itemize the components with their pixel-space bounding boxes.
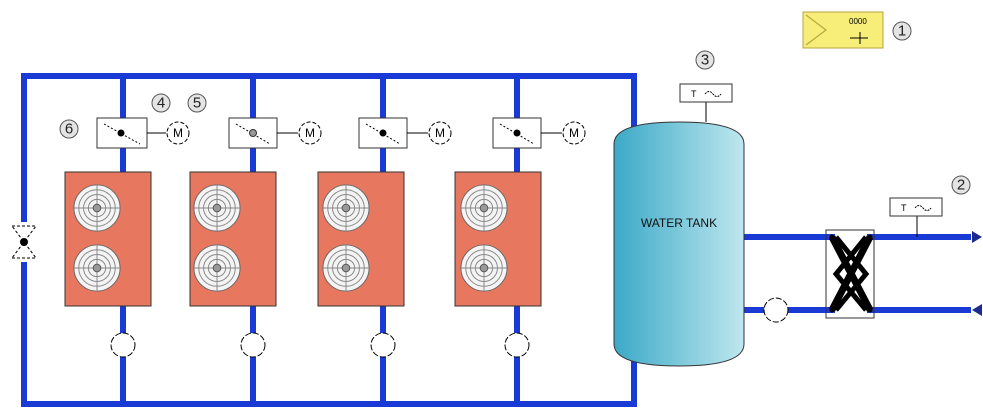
svg-text:2: 2 <box>957 177 965 194</box>
chiller-unit-2[interactable] <box>189 171 277 307</box>
sensor-letter: T <box>691 89 697 99</box>
callout-4: 4 <box>151 93 171 113</box>
pump-icon[interactable] <box>763 297 789 323</box>
motor-letter: M <box>173 126 183 140</box>
chiller-unit-1[interactable] <box>64 171 152 307</box>
damper-group-4[interactable]: M <box>492 117 586 149</box>
flow-arrow-icon <box>972 304 982 316</box>
water-tank[interactable]: WATER TANK <box>613 121 745 367</box>
pump-icon[interactable] <box>240 332 266 358</box>
callout-3: 3 <box>695 50 715 70</box>
svg-text:3: 3 <box>701 52 709 69</box>
temperature-sensor-tank[interactable]: T <box>679 83 733 122</box>
callout-1: 1 <box>892 21 912 41</box>
motor-icon[interactable] <box>428 121 452 145</box>
pump-icon[interactable] <box>110 332 136 358</box>
controller-text: 0000 <box>849 17 867 26</box>
pump-icon[interactable] <box>504 332 530 358</box>
svg-text:1: 1 <box>898 23 906 40</box>
sensor-letter: T <box>901 203 907 213</box>
chiller-unit-4[interactable] <box>454 171 542 307</box>
tank-label: WATER TANK <box>641 216 717 230</box>
pump-icon[interactable] <box>370 332 396 358</box>
motor-icon[interactable] <box>298 121 322 145</box>
motor-icon[interactable] <box>166 121 190 145</box>
temperature-sensor-outlet[interactable]: T <box>889 197 943 237</box>
controller-icon[interactable]: 0000 <box>802 11 884 49</box>
fan-icon <box>322 244 370 292</box>
damper-group-3[interactable]: M <box>358 117 452 149</box>
callout-2: 2 <box>951 175 971 195</box>
fan-icon <box>193 244 241 292</box>
chiller-unit-3[interactable] <box>317 171 405 307</box>
heat-exchanger-icon[interactable] <box>825 229 875 319</box>
fan-icon <box>73 184 121 232</box>
fan-icon <box>460 244 508 292</box>
svg-text:4: 4 <box>157 95 165 112</box>
fan-icon <box>193 184 241 232</box>
callout-5: 5 <box>187 93 207 113</box>
svg-text:6: 6 <box>65 121 73 138</box>
motor-letter: M <box>435 126 445 140</box>
svg-text:5: 5 <box>193 95 201 112</box>
damper-group-1[interactable]: M <box>96 117 190 149</box>
fan-icon <box>73 244 121 292</box>
fan-icon <box>460 184 508 232</box>
flow-arrow-icon <box>972 231 982 243</box>
fan-icon <box>322 184 370 232</box>
motor-letter: M <box>305 126 315 140</box>
callout-6: 6 <box>59 119 79 139</box>
damper-group-2[interactable]: M <box>228 117 322 149</box>
motor-letter: M <box>569 126 579 140</box>
motor-icon[interactable] <box>562 121 586 145</box>
bypass-valve-icon[interactable] <box>10 222 38 262</box>
